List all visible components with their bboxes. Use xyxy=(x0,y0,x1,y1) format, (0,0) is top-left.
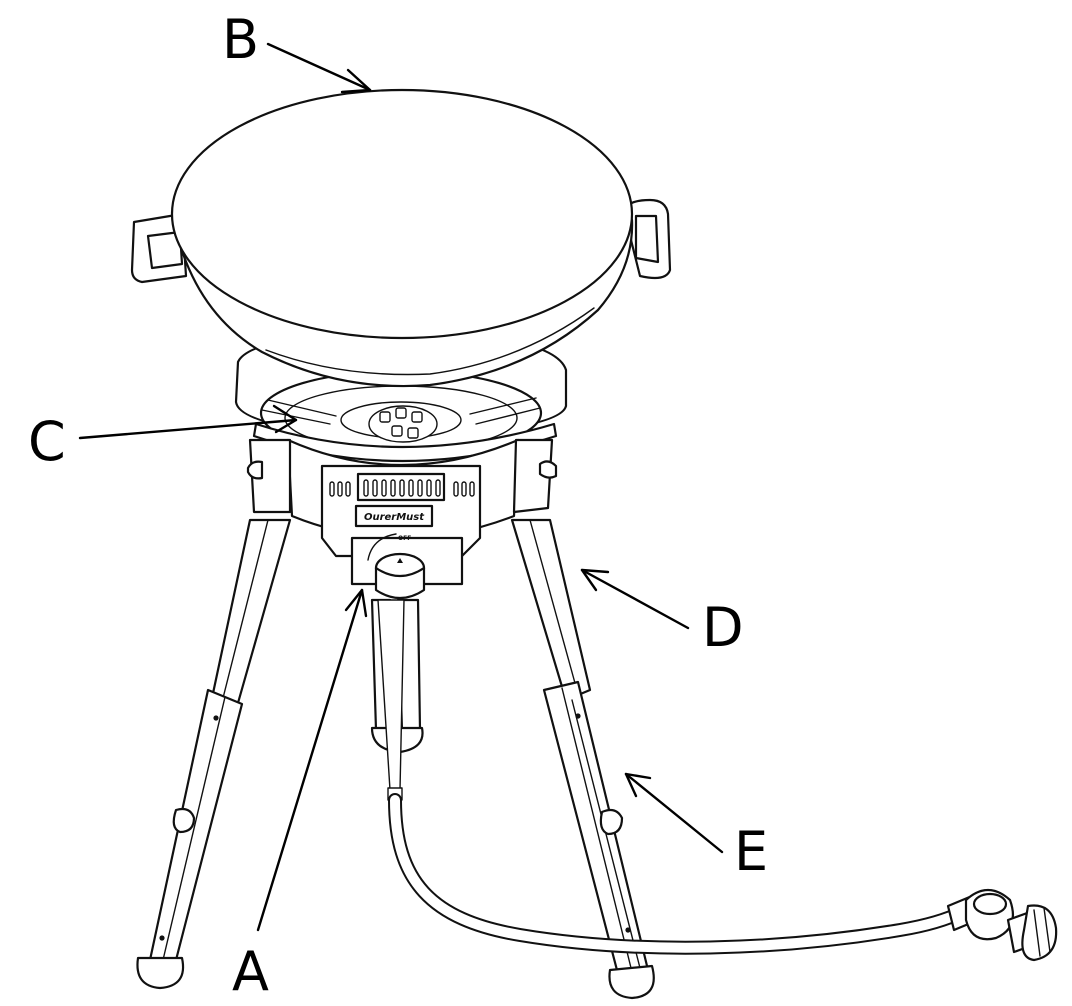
label-e: E xyxy=(734,820,768,883)
gas-hose xyxy=(377,599,969,955)
callout-b: B xyxy=(222,8,372,94)
regulator xyxy=(946,888,1058,962)
brand-plate xyxy=(354,504,434,528)
label-a: A xyxy=(232,940,269,1003)
control-knob[interactable]: OFF xyxy=(367,533,426,600)
vent-slots xyxy=(329,479,475,497)
brand-text: OurerMust xyxy=(364,512,425,523)
callout-c: C xyxy=(28,404,298,473)
callout-e: E xyxy=(624,772,768,883)
burner-housing: OurerMust xyxy=(246,438,558,586)
label-d: D xyxy=(702,596,744,659)
label-c: C xyxy=(28,410,66,473)
wok-pan xyxy=(130,88,672,388)
right-leg xyxy=(510,518,655,1000)
callout-d: D xyxy=(580,568,744,659)
knob-marking: OFF xyxy=(398,535,411,542)
left-leg xyxy=(136,518,292,990)
label-b: B xyxy=(222,8,259,71)
callout-a: A xyxy=(232,588,368,1003)
